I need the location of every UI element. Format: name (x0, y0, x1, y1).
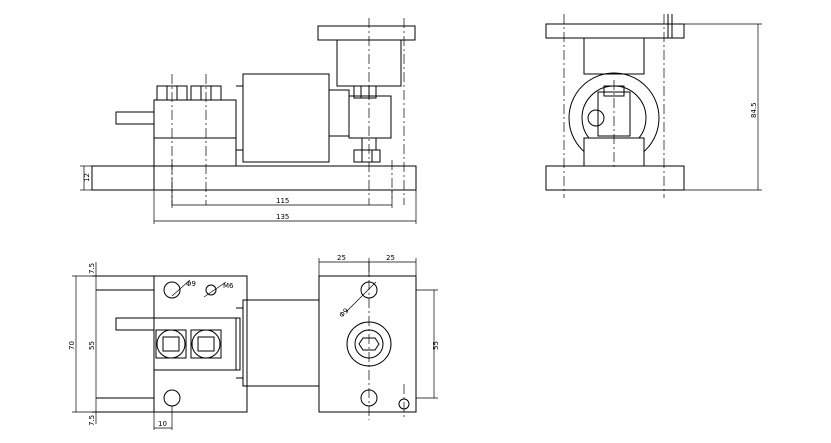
top-dim-edge-top: 7.5 (88, 263, 96, 274)
top-view: Φ9 M6 Φ9 70 (68, 254, 440, 430)
top-dim-width: 70 (68, 341, 76, 350)
top-right-plate (318, 275, 417, 413)
top-dim-hole-spacing-left: 55 (88, 341, 96, 350)
top-thread-hole (205, 284, 217, 296)
front-top-plate (317, 25, 416, 41)
front-base-plate (91, 165, 417, 191)
top-hole-tl (163, 281, 181, 299)
top-dim-offset-b: 25 (386, 254, 395, 262)
top-dim-edge-left: 10 (158, 420, 167, 428)
top-hole-bl (163, 389, 181, 407)
top-dim-offset-a: 25 (337, 254, 346, 262)
top-dim-edge-bottom: 7.5 (88, 415, 96, 426)
top-bolts (155, 329, 222, 359)
front-cell-neck (328, 89, 350, 137)
side-dim-total-height: 84.5 (750, 102, 758, 118)
front-view: 12 115 135 (80, 18, 417, 224)
side-base-plate (545, 165, 685, 191)
top-center-hex (358, 337, 380, 351)
top-label-hole-left: Φ9 (186, 280, 196, 288)
front-bolt-heads (156, 74, 222, 205)
front-dim-hole-spacing: 115 (276, 197, 289, 205)
side-view: 84.5 (545, 14, 762, 198)
top-label-hole-right: Φ9 (338, 307, 351, 320)
front-post (348, 95, 392, 139)
front-load-cell (242, 73, 330, 163)
top-label-thread: M6 (223, 282, 234, 290)
front-bracket-block (153, 99, 237, 167)
side-hole (587, 109, 605, 127)
front-dim-height: 12 (83, 173, 91, 182)
top-cable (115, 317, 155, 331)
top-bolt-plate (153, 317, 241, 371)
top-dim-hole-spacing-right: 55 (432, 341, 440, 350)
top-load-cell (242, 299, 320, 387)
front-dim-length: 135 (276, 213, 289, 221)
side-top-block (583, 37, 645, 75)
front-bottom-nut (353, 149, 381, 163)
side-top-plate (545, 23, 685, 39)
front-cable (115, 111, 155, 125)
